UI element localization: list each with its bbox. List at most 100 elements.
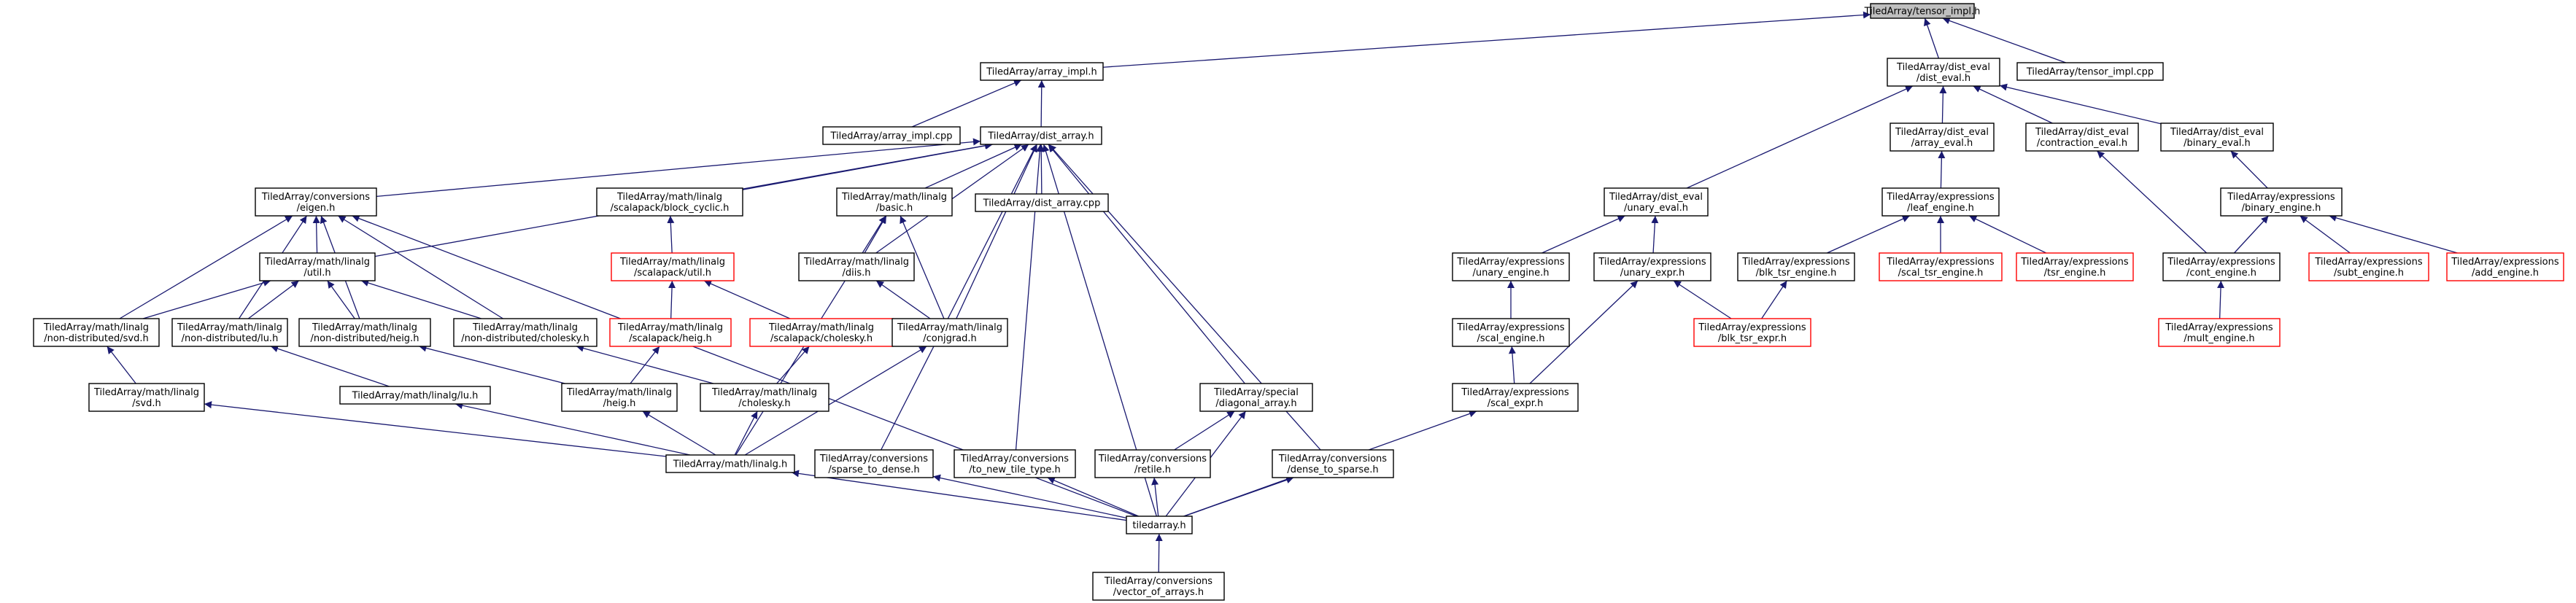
node-binary_eval[interactable]: TiledArray/dist_eval/binary_eval.h <box>2160 122 2274 152</box>
node-label: /scal_engine.h <box>1477 333 1544 344</box>
node-box <box>1452 318 1570 347</box>
node-cholesky[interactable]: TiledArray/math/linalg/cholesky.h <box>700 383 829 412</box>
node-dist_array[interactable]: TiledArray/dist_array.h <box>980 126 1102 145</box>
node-blk_tsr_engine[interactable]: TiledArray/expressions/blk_tsr_engine.h <box>1737 252 1855 281</box>
node-label: /cholesky.h <box>738 398 790 409</box>
node-scal_expr[interactable]: TiledArray/expressions/scal_expr.h <box>1452 383 1579 412</box>
node-cont_engine[interactable]: TiledArray/expressions/cont_engine.h <box>2162 252 2281 281</box>
node-box <box>596 187 743 217</box>
node-nd_cholesky[interactable]: TiledArray/math/linalg/non-distributed/c… <box>453 318 597 347</box>
node-box <box>2025 122 2139 152</box>
edge-tiledarray-to-to_new_tile_type <box>1047 477 1139 517</box>
node-to_new_tile_type[interactable]: TiledArray/conversions/to_new_tile_type.… <box>954 449 1076 478</box>
node-label: /contraction_eval.h <box>2037 138 2127 149</box>
node-label: TiledArray/expressions <box>2020 257 2129 268</box>
node-heig[interactable]: TiledArray/math/linalg/heig.h <box>561 383 678 412</box>
node-tiledarray[interactable]: tiledarray.h <box>1126 516 1193 534</box>
node-box <box>1879 252 2003 281</box>
node-box <box>2016 252 2134 281</box>
node-label: TiledArray/special <box>1213 387 1299 398</box>
node-label: /non-distributed/heig.h <box>311 333 419 344</box>
edge-nd_svd-to-util_h <box>142 279 271 319</box>
node-unary_eval[interactable]: TiledArray/dist_eval/unary_eval.h <box>1604 187 1709 217</box>
edge-dist_array-to-array_impl <box>1037 79 1045 128</box>
edge-diagonal_array-to-dist_array <box>1048 144 1245 384</box>
node-array_impl[interactable]: TiledArray/array_impl.h <box>980 62 1104 81</box>
edge-conjgrad-to-diis <box>875 280 931 319</box>
node-diagonal_array[interactable]: TiledArray/special/diagonal_array.h <box>1199 383 1313 412</box>
edge-array_eval-to-dist_eval <box>1939 85 1947 124</box>
node-label: TiledArray/math/linalg/lu.h <box>352 391 479 402</box>
node-eigen[interactable]: TiledArray/conversions/eigen.h <box>255 187 377 217</box>
node-label: TiledArray/math/linalg <box>841 192 947 203</box>
node-basic[interactable]: TiledArray/math/linalg/basic.h <box>836 187 953 217</box>
node-util_h[interactable]: TiledArray/math/linalg/util.h <box>259 252 376 281</box>
node-label: /util.h <box>303 268 330 279</box>
node-conjgrad[interactable]: TiledArray/math/linalg/conjgrad.h <box>891 318 1008 347</box>
node-box <box>1452 252 1570 281</box>
node-label: TiledArray/expressions <box>2227 192 2335 203</box>
node-label: /scal_expr.h <box>1488 398 1544 409</box>
node-binary_engine[interactable]: TiledArray/expressions/binary_engine.h <box>2220 187 2343 217</box>
node-sp_cholesky[interactable]: TiledArray/math/linalg/scalapack/cholesk… <box>749 318 894 347</box>
node-label: /binary_eval.h <box>2184 138 2251 149</box>
node-label: TiledArray/expressions <box>1598 257 1706 268</box>
edge-blk_tsr_expr-to-unary_expr <box>1673 280 1732 319</box>
node-box <box>700 383 829 412</box>
node-block_cyclic[interactable]: TiledArray/math/linalg/scalapack/block_c… <box>596 187 743 217</box>
node-label: TiledArray/conversions <box>1098 454 1207 464</box>
node-box <box>1593 252 1711 281</box>
node-retile[interactable]: TiledArray/conversions/retile.h <box>1094 449 1211 478</box>
node-label: /leaf_engine.h <box>1907 203 1974 214</box>
node-scalapack_util[interactable]: TiledArray/math/linalg/scalapack/util.h <box>611 252 735 281</box>
node-label: /scalapack/block_cyclic.h <box>611 203 730 214</box>
node-label: TiledArray/conversions <box>1278 454 1387 464</box>
node-array_impl_cpp[interactable]: TiledArray/array_impl.cpp <box>822 126 961 145</box>
node-box <box>88 383 205 412</box>
node-subt_engine[interactable]: TiledArray/expressions/subt_engine.h <box>2308 252 2429 281</box>
node-linalg[interactable]: TiledArray/math/linalg.h <box>665 454 795 473</box>
edge-conjgrad-to-dist_array <box>956 144 1038 319</box>
node-nd_svd[interactable]: TiledArray/math/linalg/non-distributed/s… <box>33 318 160 347</box>
node-box <box>1881 187 2000 217</box>
node-box <box>2162 252 2281 281</box>
node-label: /unary_eval.h <box>1624 203 1688 214</box>
node-tensor_impl_cpp[interactable]: TiledArray/tensor_impl.cpp <box>2016 62 2164 81</box>
node-lu[interactable]: TiledArray/math/linalg/lu.h <box>339 386 491 405</box>
node-scal_engine[interactable]: TiledArray/expressions/scal_engine.h <box>1452 318 1570 347</box>
node-label: TiledArray/dist_array.cpp <box>983 198 1101 209</box>
node-array_eval[interactable]: TiledArray/dist_eval/array_eval.h <box>1890 122 1995 152</box>
node-vector_of_arrays[interactable]: TiledArray/conversions/vector_of_arrays.… <box>1092 572 1225 601</box>
node-dense_to_sparse[interactable]: TiledArray/conversions/dense_to_sparse.h <box>1272 449 1394 478</box>
node-label: TiledArray/math/linalg <box>619 257 725 268</box>
edge-retile-to-diagonal_array <box>1174 411 1235 451</box>
node-dist_eval[interactable]: TiledArray/dist_eval/dist_eval.h <box>1887 58 2000 87</box>
node-sp_heig[interactable]: TiledArray/math/linalg/scalapack/heig.h <box>609 318 732 347</box>
edge-nd_lu-to-util_h <box>247 280 300 319</box>
node-sparse_to_dense[interactable]: TiledArray/conversions/sparse_to_dense.h <box>814 449 934 478</box>
node-tsr_engine[interactable]: TiledArray/expressions/tsr_engine.h <box>2016 252 2134 281</box>
node-contraction_eval[interactable]: TiledArray/dist_eval/contraction_eval.h <box>2025 122 2139 152</box>
node-svd[interactable]: TiledArray/math/linalg/svd.h <box>88 383 205 412</box>
node-add_engine[interactable]: TiledArray/expressions/add_engine.h <box>2446 252 2564 281</box>
node-box <box>1094 449 1211 478</box>
edge-unary_eval-to-dist_eval <box>1686 85 1914 189</box>
node-diis[interactable]: TiledArray/math/linalg/diis.h <box>798 252 915 281</box>
node-box <box>609 318 732 347</box>
node-label: /scalapack/cholesky.h <box>770 333 873 344</box>
node-dist_array_cpp[interactable]: TiledArray/dist_array.cpp <box>975 193 1109 212</box>
node-label: TiledArray/conversions <box>261 192 370 203</box>
node-label: TiledArray/math/linalg <box>616 192 722 203</box>
node-nd_lu[interactable]: TiledArray/math/linalg/non-distributed/l… <box>171 318 288 347</box>
node-scal_tsr_engine[interactable]: TiledArray/expressions/scal_tsr_engine.h <box>1879 252 2003 281</box>
edge-heig-to-nd_heig <box>419 344 565 384</box>
node-tensor_impl[interactable]: TiledArray/tensor_impl.h <box>1864 3 1981 19</box>
node-box <box>975 193 1109 212</box>
node-unary_engine[interactable]: TiledArray/expressions/unary_engine.h <box>1452 252 1570 281</box>
node-mult_engine[interactable]: TiledArray/expressions/mult_engine.h <box>2158 318 2281 347</box>
node-blk_tsr_expr[interactable]: TiledArray/expressions/blk_tsr_expr.h <box>1693 318 1811 347</box>
node-unary_expr[interactable]: TiledArray/expressions/unary_expr.h <box>1593 252 1711 281</box>
node-leaf_engine[interactable]: TiledArray/expressions/leaf_engine.h <box>1881 187 2000 217</box>
node-label: TiledArray/expressions <box>1461 387 1569 398</box>
node-nd_heig[interactable]: TiledArray/math/linalg/non-distributed/h… <box>298 318 431 347</box>
